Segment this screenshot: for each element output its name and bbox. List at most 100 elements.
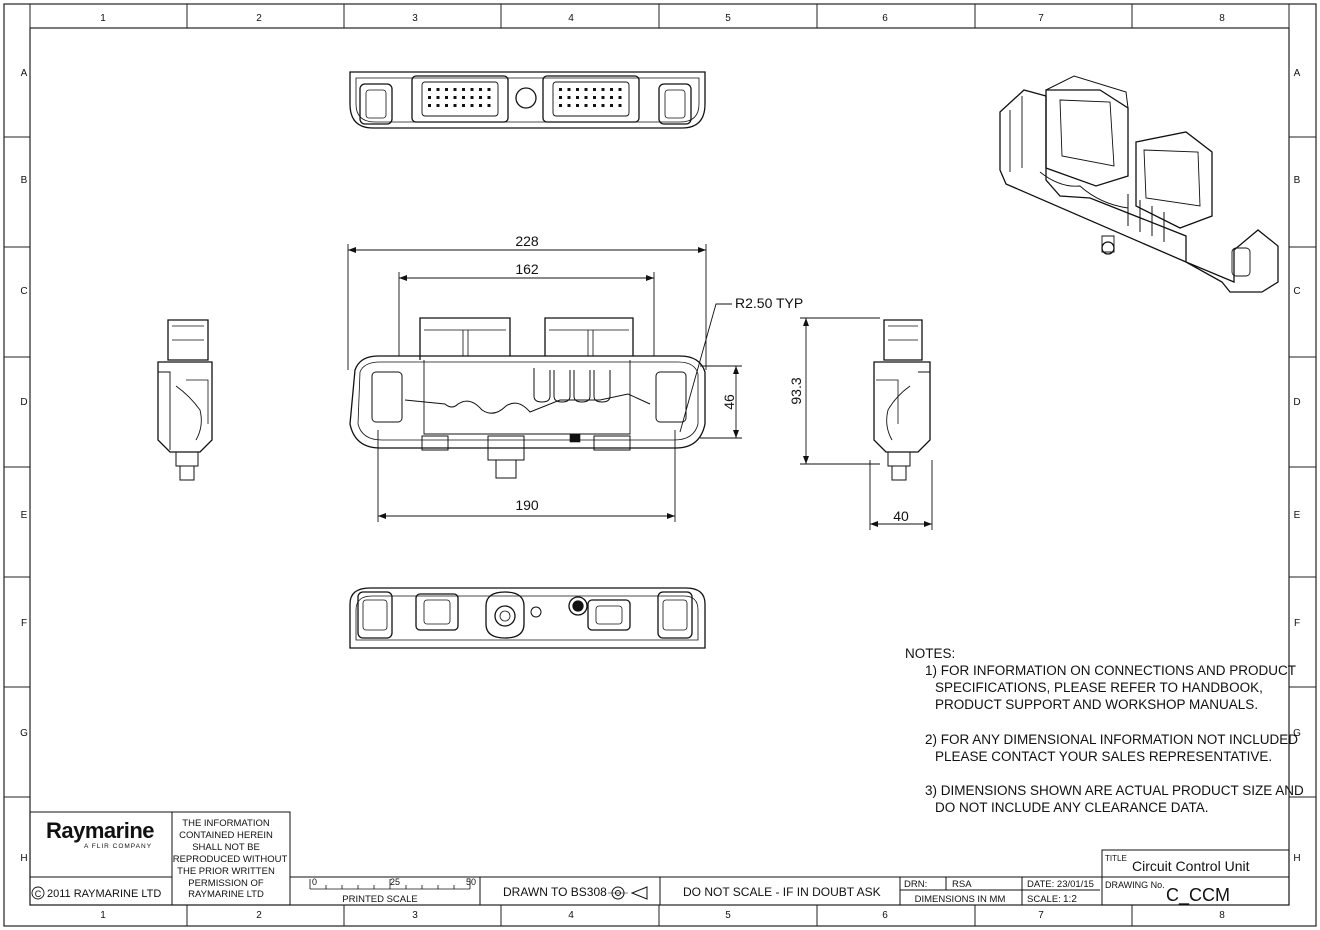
disclaimer-line: THE INFORMATION <box>182 818 270 829</box>
dim-total-height: 93.3 <box>788 377 804 404</box>
dim-fixing-centres: 190 <box>515 497 539 513</box>
note-2-line-2: PLEASE CONTACT YOUR SALES REPRESENTATIVE… <box>935 749 1273 764</box>
col-label-top-8: 8 <box>1219 13 1225 24</box>
col-label-bottom-8: 8 <box>1219 910 1225 921</box>
scale-tick-50: 50 <box>466 877 476 887</box>
connector-pin <box>445 104 448 107</box>
col-label-top-7: 7 <box>1038 13 1044 24</box>
printed-scale-bar <box>309 879 471 890</box>
dimension-units: DIMENSIONS IN MM <box>915 894 1006 905</box>
connector-pin <box>567 104 571 107</box>
col-label-top-4: 4 <box>568 13 574 24</box>
row-label-left-b: B <box>21 175 28 186</box>
drawing-date: DATE: 23/01/15 <box>1027 879 1094 890</box>
sheet-inner-border <box>29 27 1290 906</box>
connector-pin <box>618 104 622 107</box>
connector-pin <box>479 88 482 91</box>
connector-pin <box>618 88 622 91</box>
copyright-icon <box>31 886 45 900</box>
connector-pin <box>618 96 622 99</box>
drawing-standard: DRAWN TO BS308 <box>503 885 607 899</box>
connector-pin <box>453 96 457 99</box>
col-label-top-6: 6 <box>882 13 888 24</box>
connector-pin <box>462 96 465 99</box>
disclaimer-line: THE PRIOR WRITTEN <box>177 866 275 877</box>
connector-pin <box>479 96 482 99</box>
row-label-left-e: E <box>21 510 28 521</box>
connector-pin <box>470 88 474 91</box>
col-label-top-5: 5 <box>725 13 731 24</box>
disclaimer-line: REPRODUCED WITHOUT <box>173 854 288 865</box>
right-side-view <box>873 319 931 481</box>
note-1-line-3: PRODUCT SUPPORT AND WORKSHOP MANUALS. <box>935 697 1259 712</box>
connector-pin <box>436 88 440 91</box>
drn-value: RSA <box>952 879 972 890</box>
connector-pin <box>487 96 491 99</box>
col-label-bottom-4: 4 <box>568 910 574 921</box>
connector-pin <box>584 88 588 91</box>
row-label-left-c: C <box>20 286 27 297</box>
connector-pin <box>601 104 605 107</box>
col-label-top-3: 3 <box>412 13 418 24</box>
row-label-right-d: D <box>1293 397 1300 408</box>
brand-subtitle: A FLIR COMPANY <box>84 843 152 850</box>
connector-pin <box>601 88 605 91</box>
copyright-text: 2011 RAYMARINE LTD <box>47 888 161 900</box>
left-side-view <box>157 319 213 481</box>
col-label-bottom-7: 7 <box>1038 910 1044 921</box>
connector-pin <box>593 96 596 99</box>
col-label-top-2: 2 <box>256 13 262 24</box>
connector-pin <box>462 104 465 107</box>
bottom-view <box>349 587 706 649</box>
dim-depth: 40 <box>893 508 909 524</box>
disclaimer-line: PERMISSION OF <box>188 878 264 889</box>
connector-pin <box>487 88 491 91</box>
projection-symbol-icon <box>608 886 648 900</box>
note-2-line-1: 2) FOR ANY DIMENSIONAL INFORMATION NOT I… <box>925 732 1299 747</box>
dim-connector-span: 162 <box>515 261 539 277</box>
note-1-line-1: 1) FOR INFORMATION ON CONNECTIONS AND PR… <box>925 663 1297 678</box>
scale-value: 1:2 <box>1063 894 1077 905</box>
top-view-pins <box>428 88 622 107</box>
copyright-symbol: C <box>35 889 42 899</box>
col-label-bottom-3: 3 <box>412 910 418 921</box>
note-3-line-2: DO NOT INCLUDE ANY CLEARANCE DATA. <box>935 800 1209 815</box>
connector-pin <box>593 104 596 107</box>
disclaimer-line: SHALL NOT BE <box>192 842 260 853</box>
connector-pin <box>453 88 457 91</box>
row-label-left-a: A <box>21 68 28 79</box>
col-label-top-1: 1 <box>100 13 106 24</box>
connector-pin <box>479 104 482 107</box>
connector-pin <box>567 88 571 91</box>
row-label-right-g: G <box>1293 728 1301 739</box>
row-label-left-d: D <box>20 397 27 408</box>
drawing-number: C_CCM <box>1166 885 1230 906</box>
disclaimer-line: CONTAINED HEREIN <box>179 830 273 841</box>
connector-pin <box>601 96 605 99</box>
connector-pin <box>576 104 579 107</box>
connector-pin <box>445 96 448 99</box>
connector-pin <box>610 96 613 99</box>
disclaimer-text: THE INFORMATION CONTAINED HEREIN SHALL N… <box>173 818 288 900</box>
dim-body-height: 46 <box>721 394 737 410</box>
connector-pin <box>559 96 562 99</box>
connector-pin <box>436 96 440 99</box>
connector-pin <box>462 88 465 91</box>
title-block-frame <box>29 811 1290 906</box>
note-3-line-1: 3) DIMENSIONS SHOWN ARE ACTUAL PRODUCT S… <box>925 783 1304 798</box>
connector-pin <box>567 96 571 99</box>
row-label-right-b: B <box>1294 175 1301 186</box>
connector-pin <box>559 88 562 91</box>
connector-pin <box>428 96 431 99</box>
connector-pin <box>428 104 431 107</box>
connector-pin <box>470 104 474 107</box>
connector-pin <box>428 88 431 91</box>
connector-pin <box>445 88 448 91</box>
zone-grid <box>4 4 1316 926</box>
note-1-line-2: SPECIFICATIONS, PLEASE REFER TO HANDBOOK… <box>935 680 1263 695</box>
connector-pin <box>436 104 440 107</box>
connector-pin <box>584 104 588 107</box>
do-not-scale-warning: DO NOT SCALE - IF IN DOUBT ASK <box>683 885 881 899</box>
dimension-arrowheads <box>348 247 932 527</box>
brand-logo: Raymarine <box>46 818 154 843</box>
